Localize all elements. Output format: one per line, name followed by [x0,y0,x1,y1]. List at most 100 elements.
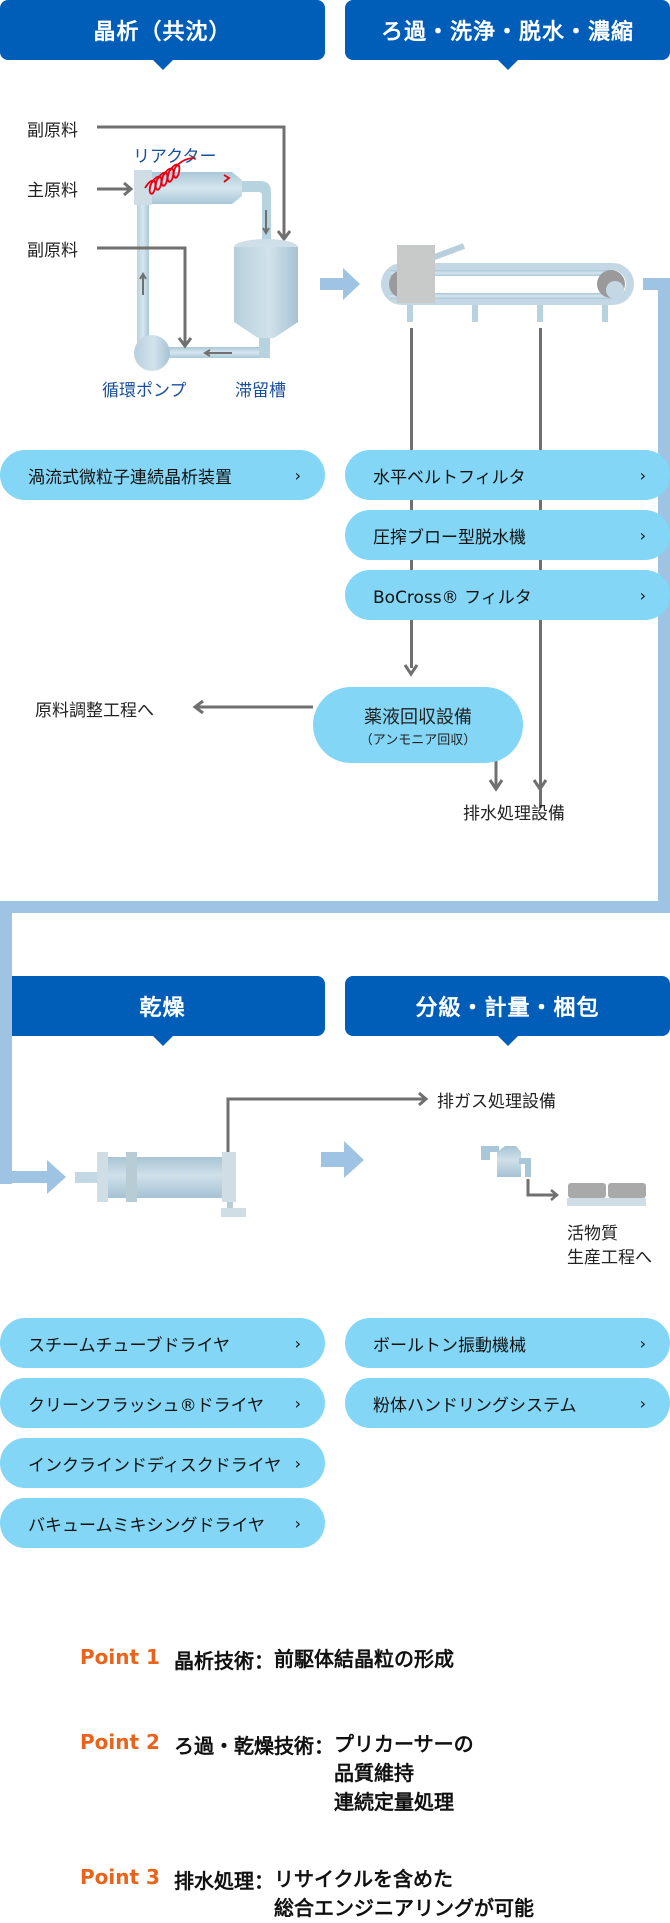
btn-inclined-disc-dryer[interactable]: インクラインドディスクドライヤ › [0,1438,325,1488]
chevron-right-icon: › [294,1393,301,1413]
btn-clean-flash-dryer[interactable]: クリーンフラッシュ®ドライヤ › [0,1378,325,1428]
process-arrow-2 [321,1141,364,1178]
transfer-pipe-band [0,901,670,913]
belt-filter-belt-top [390,270,614,276]
sub-material-2-arrowhead [177,337,193,349]
btn-label: スチームチューブドライヤ [28,1335,230,1356]
btn-horizontal-belt-filter[interactable]: 水平ベルトフィルタ › [345,450,670,500]
chevron-right-icon: › [639,525,646,545]
chevron-right-icon: › [639,585,646,605]
point-label: Point 2 [80,1730,160,1754]
label-active-material-2: 生産工程へ [567,1248,652,1268]
sieve-output-arrow [526,1179,556,1197]
label-to-raw-material-prep: 原料調整工程へ [35,701,154,721]
reactor-spiral [144,157,196,195]
header-filtration: ろ過・洗浄・脱水・濃縮 [345,0,670,70]
recovery-title: 薬液回収設備 [364,706,472,728]
btn-label: 圧搾ブロー型脱水機 [373,527,526,548]
header-classification: 分級・計量・梱包 [345,976,670,1046]
point-title: 排水処理： [174,1869,274,1893]
tank-outlet-pipe [259,337,270,358]
chevron-right-icon: › [294,465,301,485]
drying-diagram [12,1091,646,1217]
crystallizer-diagram [97,125,634,371]
point-line: 連続定量処理 [334,1790,454,1814]
process-arrow-1 [320,268,360,300]
pipe-arrow-into-dryer [12,1160,66,1194]
exhaust-line [226,1097,425,1152]
chevron-right-icon: › [639,1333,646,1353]
arrow-down-recovery [403,664,419,677]
point-title: ろ過・乾燥技術： [174,1734,334,1758]
sieve-machine [497,1146,521,1177]
sub-material-1-line [97,125,286,238]
btn-vacuum-mixing-dryer[interactable]: バキュームミキシングドライヤ › [0,1498,325,1548]
header-crystallization-text: 晶析（共沈） [93,20,232,45]
reactor-spiral-arrowhead [223,174,231,183]
sub-material-2-line [97,246,187,345]
header-filtration-text: ろ過・洗浄・脱水・濃縮 [380,20,634,45]
btn-press-blow-dewaterer[interactable]: 圧搾ブロー型脱水機 › [345,510,670,560]
btn-label: 水平ベルトフィルタ [373,467,526,488]
btn-label: ボールトン振動機械 [373,1335,526,1356]
chevron-right-icon: › [294,1453,301,1473]
btn-boulton-vibratory[interactable]: ボールトン振動機械 › [345,1318,670,1368]
exhaust-arrowhead [418,1091,429,1107]
btn-label: インクラインドディスクドライヤ [28,1455,282,1476]
label-wastewater-treatment: 排水処理設備 [463,804,565,824]
bag-2 [608,1183,646,1198]
btn-label: 渦流式微粒子連続晶析装置 [28,467,232,488]
circulation-pump [134,335,170,371]
point-line: プリカーサーの [334,1732,474,1756]
btn-powder-handling-system[interactable]: 粉体ハンドリングシステム › [345,1378,670,1428]
pallet [567,1198,646,1206]
btn-bocross-filter[interactable]: BoCross® フィルタ › [345,570,670,620]
btn-label: バキュームミキシングドライヤ [28,1515,265,1536]
arrowhead-left [192,699,204,715]
label-sub-material-2: 副原料 [27,241,78,261]
label-retention-tank: 滞留槽 [235,381,286,401]
arrowhead-down [532,779,548,792]
point-line: 品質維持 [334,1761,414,1785]
point-line: リサイクルを含めた [274,1867,453,1891]
reactor-outlet-pipe [242,181,271,243]
reactor-inlet-block [134,170,152,205]
point-line: 総合エンジニアリングが可能 [274,1896,534,1920]
belt-filter-leg [407,305,413,322]
label-main-material: 主原料 [27,181,78,201]
dryer-body [108,1157,222,1198]
drain-line-wastewater [539,328,542,808]
belt-filter-leg [537,305,543,322]
dryer-ring [126,1152,137,1202]
label-reactor: リアクター [133,147,217,167]
label-exhaust-gas-treatment: 排ガス処理設備 [437,1092,556,1112]
point-2: Point 2 ろ過・乾燥技術： プリカーサーの 品質維持 連続定量処理 [80,1730,474,1817]
point-3: Point 3 排水処理： リサイクルを含めた 総合エンジニアリングが可能 [80,1865,534,1923]
point-label: Point 3 [80,1865,160,1889]
arrowhead-down [488,779,504,792]
transfer-pipe-left [0,901,12,1184]
btn-vortex-crystallizer[interactable]: 渦流式微粒子連続晶析装置 › [0,450,325,500]
retention-tank [234,247,298,338]
label-circulation-pump: 循環ポンプ [102,381,187,401]
btn-steam-tube-dryer[interactable]: スチームチューブドライヤ › [0,1318,325,1368]
main-material-arrowhead [123,181,134,197]
bag-1 [568,1183,606,1198]
point-label: Point 1 [80,1645,160,1669]
recovery-equipment-pill: 薬液回収設備 （アンモニア回収） [313,687,523,763]
header-drying: 乾燥 [0,976,325,1046]
belt-filter-hopper [397,245,435,303]
label-sub-material-1: 副原料 [27,121,78,141]
dryer-flange-right [222,1152,236,1202]
header-crystallization: 晶析（共沈） [0,0,325,70]
btn-label: BoCross® フィルタ [373,587,532,608]
dryer-flange-left [97,1152,108,1202]
label-active-material-1: 活物質 [567,1224,618,1244]
point-line: 前駆体結晶粒の形成 [274,1647,454,1671]
dryer-shaft [75,1172,97,1183]
header-classification-text: 分級・計量・梱包 [415,996,600,1021]
belt-filter-leg [602,305,608,322]
recovery-subtitle: （アンモニア回収） [359,732,477,748]
btn-label: 粉体ハンドリングシステム [373,1395,577,1416]
sieve-inlet [481,1150,490,1160]
